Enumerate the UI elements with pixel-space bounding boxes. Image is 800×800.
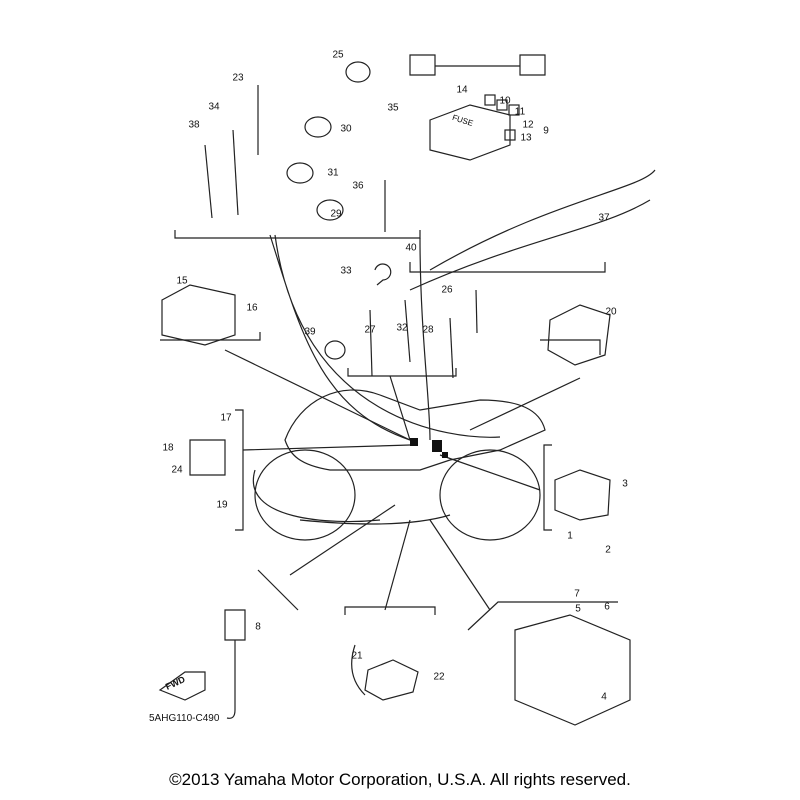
rectifier-regulator [161, 284, 236, 346]
part-label-12[interactable]: 12 [522, 119, 534, 131]
part-label-8[interactable]: 8 [255, 621, 261, 633]
motorcycle-outline [252, 389, 546, 541]
part-label-17[interactable]: 17 [220, 412, 232, 424]
connector-points [410, 438, 448, 458]
bracket-sensor [257, 569, 299, 611]
part-label-14[interactable]: 14 [456, 84, 468, 96]
copyright-footer: ©2013 Yamaha Motor Corporation, U.S.A. A… [169, 770, 631, 789]
part-label-40[interactable]: 40 [405, 242, 417, 254]
part-label-25[interactable]: 25 [332, 49, 344, 61]
part-label-32[interactable]: 32 [396, 322, 408, 334]
part-label-39[interactable]: 39 [304, 326, 316, 338]
part-label-33[interactable]: 33 [340, 265, 352, 277]
bracket-fasteners [174, 230, 421, 239]
leader-lines [224, 349, 581, 611]
main-switch [189, 439, 226, 476]
bracket-relay [540, 339, 601, 355]
part-label-11[interactable]: 11 [514, 106, 526, 118]
sensor-8 [224, 609, 246, 719]
bracket-starter-relay [543, 444, 552, 531]
part-label-34[interactable]: 34 [208, 101, 220, 113]
bracket-mainswitch [235, 409, 244, 531]
part-label-5[interactable]: 5 [575, 603, 581, 615]
part-label-13[interactable]: 13 [520, 132, 532, 144]
part-label-10[interactable]: 10 [499, 95, 511, 107]
part-label-2[interactable]: 2 [605, 544, 611, 556]
starter-relay [554, 469, 611, 521]
part-label-16[interactable]: 16 [246, 302, 258, 314]
part-label-7[interactable]: 7 [574, 588, 580, 600]
part-label-18[interactable]: 18 [162, 442, 174, 454]
bracket-fusebox [409, 262, 606, 273]
bracket-regulator [160, 332, 261, 341]
relay-unit [547, 304, 611, 366]
bracket-battery [467, 601, 618, 631]
diagram-code: 5AHG110-C490 [149, 713, 220, 724]
part-label-36[interactable]: 36 [352, 180, 364, 192]
part-label-27[interactable]: 27 [364, 324, 376, 336]
part-label-21[interactable]: 21 [351, 650, 363, 662]
part-label-4[interactable]: 4 [601, 691, 607, 703]
part-label-19[interactable]: 19 [216, 499, 228, 511]
bracket-horn [344, 606, 436, 615]
bracket-ties [347, 368, 457, 377]
part-label-22[interactable]: 22 [433, 671, 445, 683]
part-label-29[interactable]: 29 [330, 208, 342, 220]
part-label-28[interactable]: 28 [422, 324, 434, 336]
fuse-box [409, 54, 546, 161]
part-label-20[interactable]: 20 [605, 306, 617, 318]
cable-ties [204, 85, 478, 379]
part-label-24[interactable]: 24 [171, 464, 183, 476]
part-label-6[interactable]: 6 [604, 601, 610, 613]
part-label-1[interactable]: 1 [567, 530, 573, 542]
part-label-38[interactable]: 38 [188, 119, 200, 131]
part-label-30[interactable]: 30 [340, 123, 352, 135]
clamps [286, 61, 392, 360]
part-label-15[interactable]: 15 [176, 275, 188, 287]
part-label-35[interactable]: 35 [387, 102, 399, 114]
wire-harness [269, 169, 656, 441]
part-label-9[interactable]: 9 [543, 125, 549, 137]
part-label-31[interactable]: 31 [327, 167, 339, 179]
fwd-arrow-icon [158, 671, 206, 701]
part-label-3[interactable]: 3 [622, 478, 628, 490]
part-label-26[interactable]: 26 [441, 284, 453, 296]
horn-21 [351, 644, 419, 701]
part-label-37[interactable]: 37 [598, 212, 610, 224]
battery [514, 614, 631, 726]
part-label-23[interactable]: 23 [232, 72, 244, 84]
